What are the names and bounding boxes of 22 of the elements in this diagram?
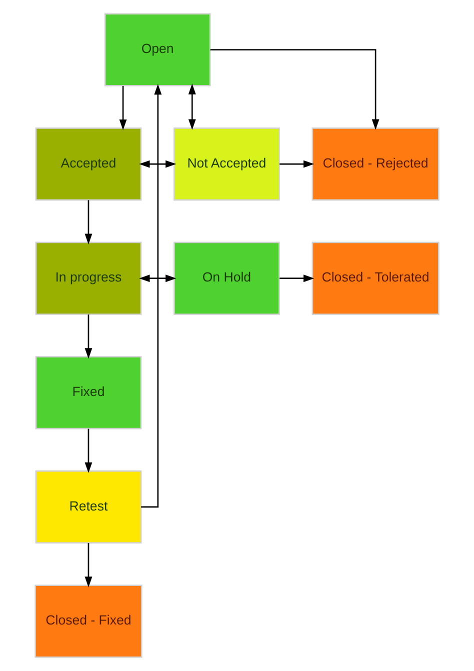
arrow	[84, 200, 92, 244]
arrow	[84, 314, 92, 359]
arrow	[188, 84, 196, 130]
arrow	[141, 84, 162, 508]
arrow	[139, 160, 176, 168]
arrow	[119, 86, 127, 130]
arrow	[84, 543, 92, 588]
node-box: Closed - Tolerated	[312, 242, 440, 315]
node-box: Not Accepted	[174, 128, 280, 201]
arrow	[139, 274, 176, 282]
node-box: Accepted	[35, 128, 142, 201]
arrow	[210, 49, 380, 130]
arrow	[84, 428, 92, 474]
node-box: Open	[104, 13, 211, 86]
arrow	[280, 160, 314, 168]
node-box: On Hold	[174, 242, 280, 315]
node-box: Fixed	[35, 356, 142, 430]
node-box: In progress	[35, 242, 142, 315]
node-box: Retest	[35, 470, 142, 544]
arrow	[280, 274, 314, 282]
node-box: Closed - Fixed	[34, 584, 142, 658]
node-box: Closed - Rejected	[312, 128, 440, 201]
